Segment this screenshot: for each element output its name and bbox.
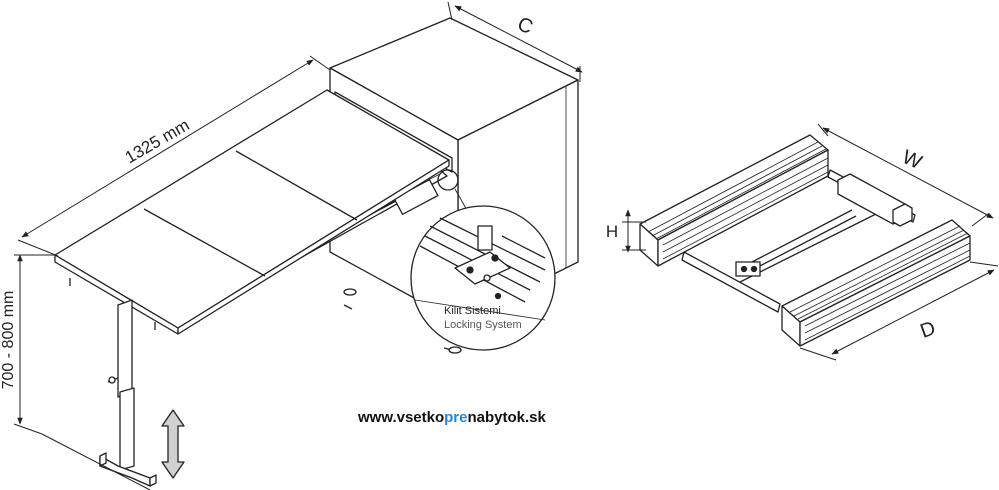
rail-left xyxy=(639,134,829,267)
website-url-suffix: nabytok.sk xyxy=(467,409,546,426)
locking-system-callout xyxy=(410,169,556,351)
table-leg xyxy=(69,278,157,487)
desk-dimension-lines xyxy=(13,1,583,490)
height-adjust-arrow-icon xyxy=(161,409,185,479)
callout-title-tr: Kilit Sistemi xyxy=(444,305,501,317)
height-dimension-label: 700 - 800 mm xyxy=(0,291,17,390)
frame-drawing xyxy=(639,134,971,347)
frame-depth-label: D xyxy=(917,317,938,343)
frame-dimension-lines xyxy=(622,123,999,361)
callout-title-en: Locking System xyxy=(444,319,522,331)
length-dimension-label: 1325 mm xyxy=(122,115,193,167)
website-url: www.vsetkoprenabytok.sk xyxy=(357,409,547,426)
website-url-prefix: www.vsetko xyxy=(357,409,444,426)
cabinet-width-label: C xyxy=(514,13,536,39)
rail-right xyxy=(781,219,971,347)
frame-height-label: H xyxy=(606,222,618,241)
website-url-highlight: pre xyxy=(444,409,467,426)
